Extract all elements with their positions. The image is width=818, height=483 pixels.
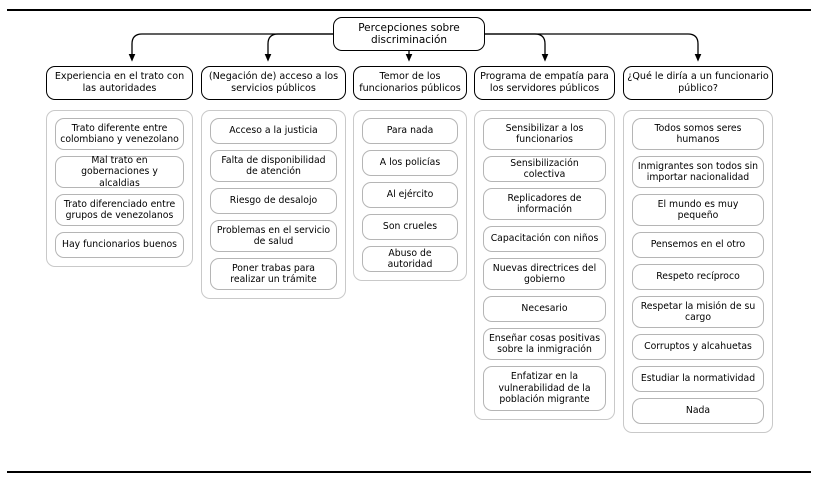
- list-item[interactable]: Capacitación con niños: [483, 226, 606, 252]
- list-item[interactable]: Trato diferenciado entre grupos de venez…: [55, 194, 184, 226]
- column-header-0[interactable]: Experiencia en el trato con las autorida…: [46, 66, 193, 100]
- root-node-label: Percepciones sobre discriminación: [358, 21, 460, 47]
- column-negacion-acceso-servicios: (Negación de) acceso a los servicios púb…: [201, 66, 346, 299]
- list-item-label: Al ejército: [386, 189, 434, 201]
- list-item[interactable]: Estudiar la normatividad: [632, 366, 764, 392]
- list-item[interactable]: Pensemos en el otro: [632, 232, 764, 258]
- list-item[interactable]: A los policías: [362, 150, 458, 176]
- list-item-label: Enfatizar en la vulnerabilidad de la pob…: [498, 371, 591, 406]
- list-item-label: Mal trato en gobernaciones y alcaldias: [81, 154, 158, 189]
- list-item-label: Capacitación con niños: [490, 233, 599, 245]
- list-item-label: Estudiar la normatividad: [640, 373, 756, 385]
- list-item[interactable]: Necesario: [483, 296, 606, 322]
- list-item-label: Poner trabas para realizar un trámite: [230, 262, 317, 285]
- list-item[interactable]: Abuso de autoridad: [362, 246, 458, 272]
- list-item-label: Replicadores de información: [507, 192, 582, 215]
- list-item-label: Para nada: [386, 125, 434, 137]
- list-item[interactable]: Nada: [632, 398, 764, 424]
- bottom-horizontal-rule: [7, 471, 811, 473]
- list-item-label: Enseñar cosas positivas sobre la inmigra…: [488, 332, 601, 355]
- list-item[interactable]: Acceso a la justicia: [210, 118, 337, 144]
- list-item-label: Acceso a la justicia: [229, 125, 318, 137]
- column-items-container-3: Sensibilizar a los funcionarios Sensibil…: [474, 110, 615, 420]
- list-item[interactable]: Mal trato en gobernaciones y alcaldias: [55, 154, 184, 189]
- list-item[interactable]: Nuevas directrices del gobierno: [483, 258, 606, 290]
- column-header-2[interactable]: Temor de los funcionarios públicos: [353, 66, 467, 100]
- column-items-container-0: Trato diferente entre colombiano y venez…: [46, 110, 193, 267]
- list-item-label: Son crueles: [382, 221, 438, 233]
- list-item[interactable]: Todos somos seres humanos: [632, 118, 764, 150]
- list-item[interactable]: El mundo es muy pequeño: [632, 194, 764, 226]
- column-programa-empatia: Programa de empatía para los servidores …: [474, 66, 615, 420]
- column-header-3[interactable]: Programa de empatía para los servidores …: [474, 66, 615, 100]
- list-item-label: Inmigrantes son todos sin importar nacio…: [637, 160, 759, 183]
- list-item-label: El mundo es muy pequeño: [657, 198, 739, 221]
- list-item-label: Pensemos en el otro: [650, 239, 746, 251]
- list-item-label: Nada: [685, 405, 711, 417]
- column-header-label-1: (Negación de) acceso a los servicios púb…: [208, 71, 339, 94]
- list-item[interactable]: Al ejército: [362, 182, 458, 208]
- list-item[interactable]: Riesgo de desalojo: [210, 188, 337, 214]
- top-horizontal-rule: [7, 9, 811, 11]
- column-header-label-4: ¿Qué le diría a un funcionario público?: [627, 71, 769, 94]
- column-items-container-4: Todos somos seres humanos Inmigrantes so…: [623, 110, 773, 433]
- list-item[interactable]: Poner trabas para realizar un trámite: [210, 258, 337, 290]
- list-item-label: A los policías: [379, 157, 441, 169]
- list-item[interactable]: Falta de disponibilidad de atención: [210, 150, 337, 182]
- column-temor-funcionarios: Temor de los funcionarios públicos Para …: [353, 66, 467, 281]
- column-items-container-2: Para nada A los policías Al ejército Son…: [353, 110, 467, 281]
- list-item[interactable]: Enfatizar en la vulnerabilidad de la pob…: [483, 366, 606, 411]
- list-item[interactable]: Para nada: [362, 118, 458, 144]
- list-item-label: Riesgo de desalojo: [229, 195, 318, 207]
- list-item[interactable]: Hay funcionarios buenos: [55, 232, 184, 258]
- list-item-label: Falta de disponibilidad de atención: [221, 154, 326, 177]
- list-item-label: Respetar la misión de su cargo: [640, 300, 756, 323]
- list-item[interactable]: Respetar la misión de su cargo: [632, 296, 764, 328]
- list-item-label: Sensibilizar a los funcionarios: [505, 122, 584, 145]
- list-item-label: Necesario: [521, 303, 568, 315]
- list-item-label: Trato diferenciado entre grupos de venez…: [63, 198, 176, 221]
- list-item[interactable]: Corruptos y alcahuetas: [632, 334, 764, 360]
- list-item[interactable]: Son crueles: [362, 214, 458, 240]
- list-item[interactable]: Problemas en el servicio de salud: [210, 220, 337, 252]
- list-item-label: Abuso de autoridad: [387, 247, 433, 270]
- list-item[interactable]: Inmigrantes son todos sin importar nacio…: [632, 156, 764, 188]
- list-item-label: Sensibilización colectiva: [510, 157, 579, 180]
- list-item-label: Respeto recíproco: [656, 271, 740, 283]
- column-header-label-3: Programa de empatía para los servidores …: [480, 71, 609, 94]
- column-header-4[interactable]: ¿Qué le diría a un funcionario público?: [623, 66, 773, 100]
- list-item-label: Problemas en el servicio de salud: [216, 224, 331, 247]
- column-header-label-0: Experiencia en el trato con las autorida…: [54, 71, 185, 94]
- list-item[interactable]: Respeto recíproco: [632, 264, 764, 290]
- list-item-label: Hay funcionarios buenos: [61, 239, 177, 251]
- root-node: Percepciones sobre discriminación: [333, 17, 485, 51]
- list-item-label: Trato diferente entre colombiano y venez…: [60, 122, 179, 145]
- list-item-label: Corruptos y alcahuetas: [644, 341, 752, 353]
- column-header-1[interactable]: (Negación de) acceso a los servicios púb…: [201, 66, 346, 100]
- column-header-label-2: Temor de los funcionarios públicos: [359, 71, 461, 94]
- list-item-label: Nuevas directrices del gobierno: [492, 262, 597, 285]
- list-item[interactable]: Sensibilizar a los funcionarios: [483, 118, 606, 150]
- column-que-le-diria: ¿Qué le diría a un funcionario público? …: [623, 66, 773, 433]
- list-item[interactable]: Enseñar cosas positivas sobre la inmigra…: [483, 328, 606, 360]
- list-item-label: Todos somos seres humanos: [654, 122, 742, 145]
- column-items-container-1: Acceso a la justicia Falta de disponibil…: [201, 110, 346, 299]
- list-item[interactable]: Sensibilización colectiva: [483, 156, 606, 182]
- list-item[interactable]: Trato diferente entre colombiano y venez…: [55, 118, 184, 150]
- column-experiencia-trato-autoridades: Experiencia en el trato con las autorida…: [46, 66, 193, 267]
- list-item[interactable]: Replicadores de información: [483, 188, 606, 220]
